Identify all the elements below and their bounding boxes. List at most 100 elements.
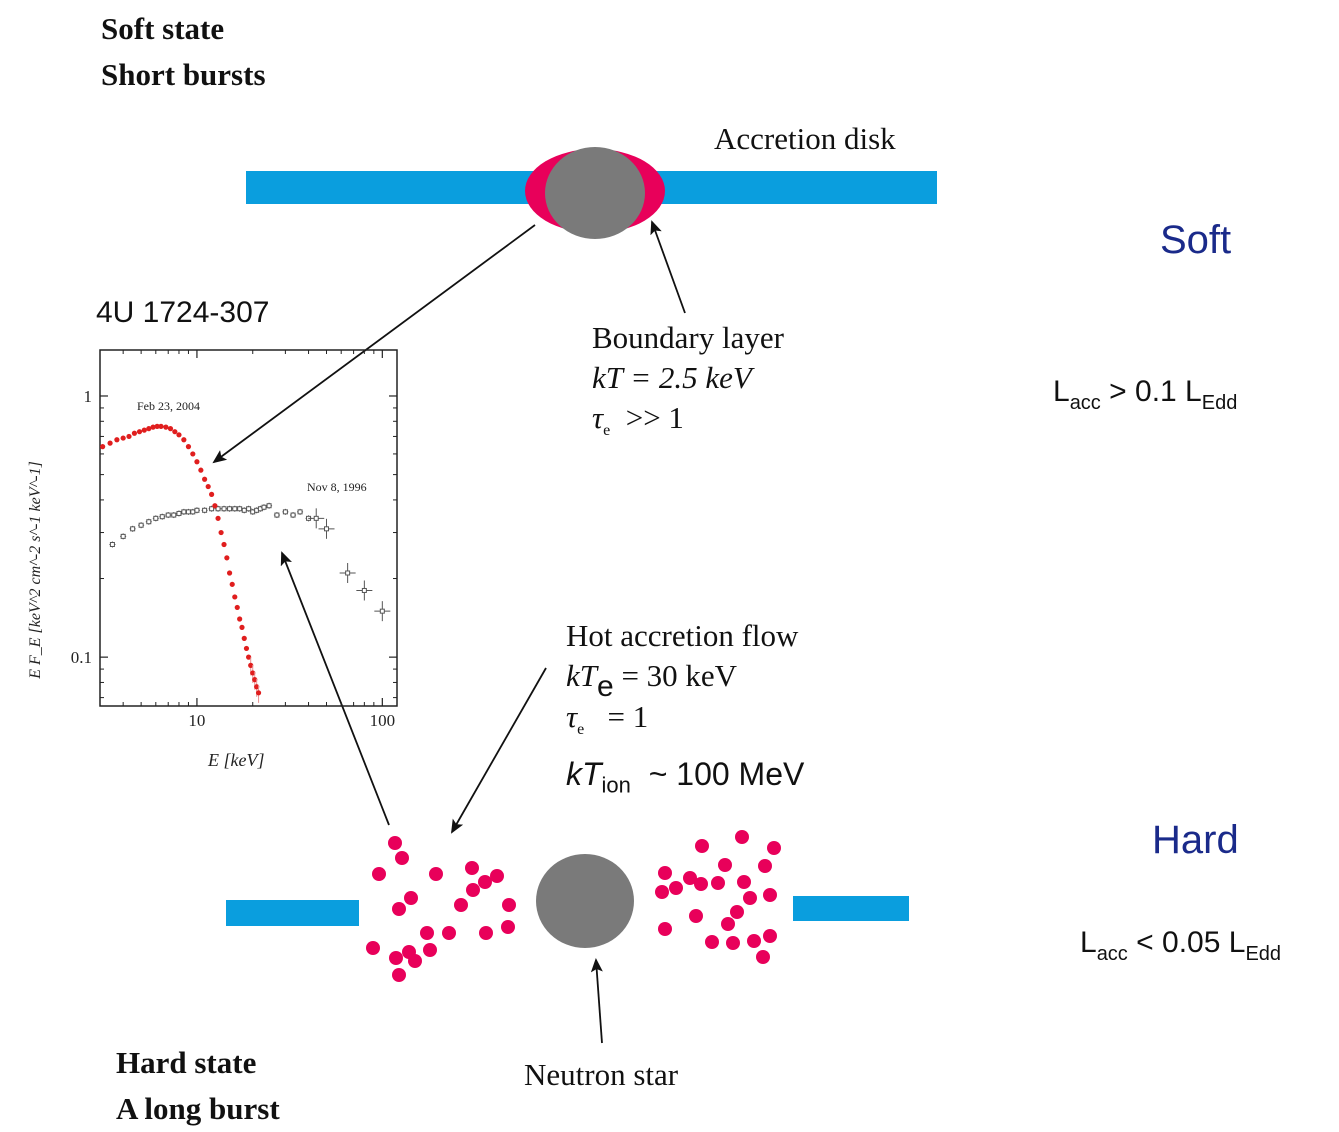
soft-data-point: [212, 503, 218, 509]
soft-state-heading: Soft state: [101, 11, 225, 46]
hard-data-point: [208, 505, 215, 512]
soft-data-point: [185, 444, 192, 450]
hard-data-point: [282, 508, 289, 515]
hot-flow-particle: [669, 881, 683, 895]
soft-data-point: [126, 433, 132, 440]
boundary-layer-optical-depth: τe >> 1: [592, 400, 684, 440]
hard-data-point: [245, 505, 252, 512]
soft-data-point: [232, 594, 238, 600]
hot-flow-particle: [392, 902, 406, 916]
soft-data-point: [226, 570, 233, 576]
hot-flow-particle: [763, 888, 777, 902]
hot-flow-particle: [423, 943, 437, 957]
hot-flow-particle: [395, 851, 409, 865]
hard-data-point: [374, 601, 391, 622]
hot-flow-particle: [442, 926, 456, 940]
hot-flow-particle: [730, 905, 744, 919]
soft-data-point: [234, 604, 240, 611]
hot-flow-particles: [366, 830, 781, 982]
hot-flow-particle: [479, 926, 493, 940]
hot-flow-particle: [658, 866, 672, 880]
hard-data-point: [145, 518, 152, 525]
x-tick-label: 10: [188, 711, 205, 730]
soft-data-point: [172, 429, 178, 435]
soft-data-point: [158, 423, 164, 429]
hard-state-heading: Hard state: [116, 1045, 257, 1080]
hot-flow-particle: [429, 867, 443, 881]
hard-data-point: [290, 512, 297, 519]
hot-flow-particle: [454, 898, 468, 912]
neutron-star-label: Neutron star: [524, 1057, 679, 1092]
soft-data-point: [218, 529, 224, 536]
hot-flow-particle: [705, 935, 719, 949]
hard-state-subheading: A long burst: [116, 1091, 280, 1126]
legend-nov-1996: Nov 8, 1996: [307, 480, 367, 494]
hot-flow-particle: [721, 917, 735, 931]
hard-data-point: [165, 512, 172, 519]
hot-flow-particle: [404, 891, 418, 905]
hot-flow-particle: [743, 891, 757, 905]
x-axis-label: E [keV]: [207, 750, 264, 770]
arrow-neutron-star-label: [590, 958, 603, 1044]
hot-flow-particle: [466, 883, 480, 897]
hard-data-point: [215, 505, 222, 512]
neutron-star-hard: [536, 854, 634, 948]
hard-data-point: [159, 513, 166, 520]
hot-flow-particle: [718, 858, 732, 872]
hot-flow-particle: [763, 929, 777, 943]
soft-data-point: [194, 459, 200, 465]
hard-data-point: [109, 541, 116, 548]
hard-data-point: [356, 580, 373, 601]
hot-flow-particle: [366, 941, 380, 955]
soft-data-point: [100, 444, 106, 450]
hard-data-point: [266, 502, 273, 509]
soft-data-point: [239, 624, 245, 630]
soft-data-point: [255, 684, 262, 703]
soft-data-point: [131, 430, 138, 436]
soft-data-point: [114, 437, 120, 443]
soft-data-point: [243, 645, 250, 652]
hot-flow-particle: [767, 841, 781, 855]
hard-data-point: [308, 508, 325, 529]
hard-data-point: [170, 512, 177, 519]
boundary-layer-title: Boundary layer: [592, 320, 784, 355]
hard-data-point: [193, 507, 200, 514]
hot-flow-particle: [388, 836, 402, 850]
soft-data-point: [136, 429, 143, 435]
hot-flow-particle: [689, 909, 703, 923]
hot-flow-particle: [490, 869, 504, 883]
hot-flow-particle: [758, 859, 772, 873]
accretion-disk-left: [246, 171, 566, 204]
hard-data-point: [339, 562, 356, 583]
soft-data-point: [107, 440, 113, 446]
soft-data-point: [167, 426, 174, 432]
hot-flow-particle: [389, 951, 403, 965]
hot-flow-particle: [655, 885, 669, 899]
accretion-disk-label: Accretion disk: [714, 121, 896, 156]
soft-data-point: [209, 491, 215, 497]
soft-data-point: [146, 426, 152, 432]
arrow-flow-to-spectrum: [280, 551, 390, 826]
hard-data-point: [175, 510, 182, 517]
soft-data-point: [190, 451, 196, 457]
hot-flow-particle: [756, 950, 770, 964]
hot-flow-particle: [747, 934, 761, 948]
hard-data-point: [201, 507, 208, 514]
arrow-boundary-label: [650, 220, 686, 314]
series-nov-1996: [109, 502, 391, 622]
soft-data-point: [241, 635, 247, 641]
hard-data-point: [152, 515, 159, 522]
x-tick-label: 100: [370, 711, 396, 730]
hot-flow-electron-temp: kTe = 30 keV: [566, 658, 738, 703]
soft-data-point: [198, 467, 204, 473]
hard-data-point: [226, 505, 233, 512]
hard-data-point: [260, 504, 267, 511]
soft-data-point: [181, 437, 187, 443]
soft-data-point: [224, 555, 230, 561]
hot-flow-labels: Hot accretion flow kTe = 30 keV τe = 1 k…: [566, 616, 804, 806]
y-tick-label: 1: [84, 387, 93, 406]
soft-luminosity: Lacc > 0.1 LEdd: [1053, 375, 1238, 414]
